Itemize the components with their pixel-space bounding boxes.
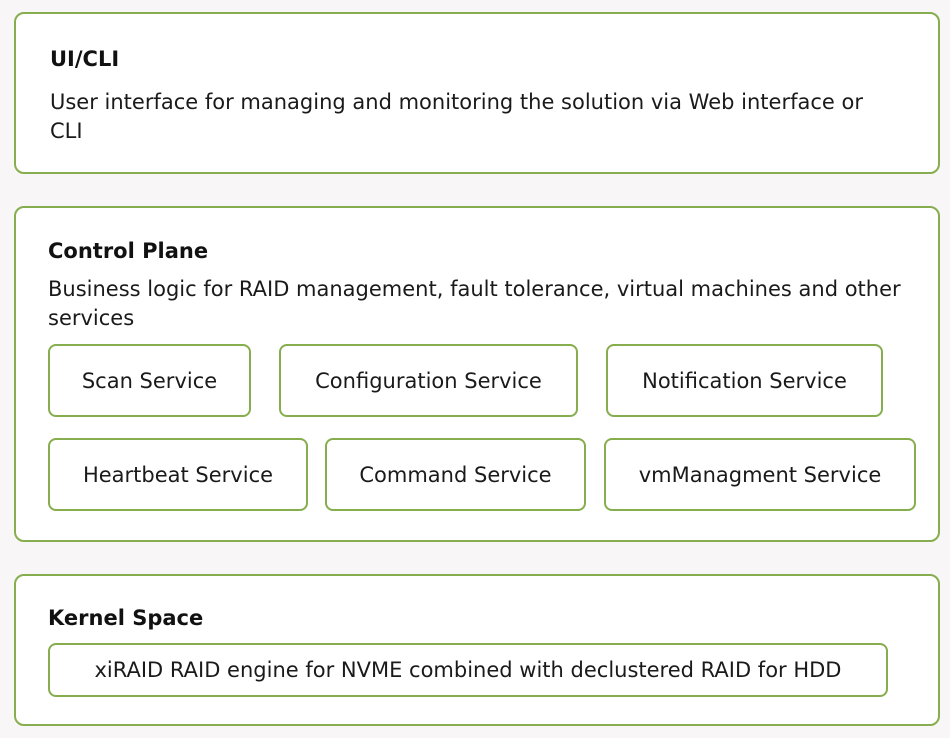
ui-cli-title: UI/CLI (50, 47, 120, 71)
kernel-space-title: Kernel Space (48, 606, 204, 630)
scan-service-box: Scan Service (48, 344, 251, 417)
heartbeat-service-box: Heartbeat Service (48, 438, 308, 511)
control-plane-description: Business logic for RAID management, faul… (48, 277, 901, 330)
configuration-service-box: Configuration Service (279, 344, 578, 417)
raid-engine-box: xiRAID RAID engine for NVME combined wit… (48, 643, 888, 697)
notification-service-box: Notification Service (606, 344, 883, 417)
ui-cli-panel: UI/CLI User interface for managing and m… (14, 12, 940, 174)
ui-cli-description: User interface for managing and monitori… (50, 90, 863, 143)
command-service-box: Command Service (325, 438, 586, 511)
kernel-space-panel: Kernel Space xiRAID RAID engine for NVME… (14, 574, 940, 726)
control-plane-panel: Control Plane Business logic for RAID ma… (14, 206, 940, 542)
vmmanagment-service-box: vmManagment Service (604, 438, 916, 511)
control-plane-title: Control Plane (48, 239, 209, 263)
